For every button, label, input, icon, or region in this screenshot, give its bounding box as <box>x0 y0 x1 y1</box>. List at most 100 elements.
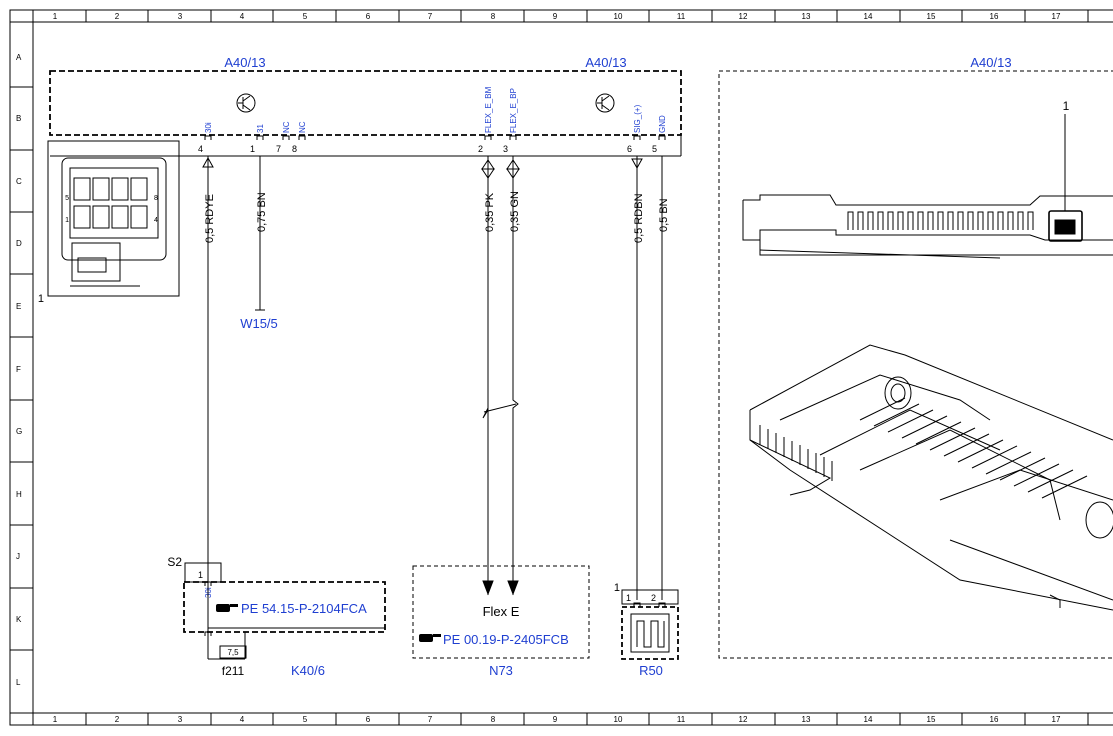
wire-label-gn: 0,35 GN <box>509 191 521 232</box>
row-letter: K <box>16 615 22 624</box>
connector-pin-8: 8 <box>154 195 158 202</box>
column-number: 9 <box>553 715 558 724</box>
k40-6-label: K40/6 <box>291 663 325 678</box>
pin-number: 7 <box>276 144 281 154</box>
control-unit-perspective-illustration <box>749 344 1113 611</box>
n73-box <box>412 565 590 659</box>
pin-name: FLEX_E_BP <box>509 88 518 133</box>
row-letter: A <box>16 53 22 62</box>
connector-pin-5: 5 <box>65 195 69 202</box>
pin-5: 5 GND <box>652 115 667 154</box>
column-number: 7 <box>428 12 433 21</box>
column-number: 12 <box>739 12 748 21</box>
reference-hand-icon <box>216 604 238 612</box>
k40-pin-number: 1 <box>198 570 203 580</box>
r50-pin-1: 1 <box>626 593 631 603</box>
r50-label: R50 <box>639 663 663 678</box>
pin-number: 8 <box>292 144 297 154</box>
connector-pin-4: 4 <box>154 217 158 224</box>
column-number: 15 <box>927 715 936 724</box>
row-letter: E <box>16 302 21 311</box>
pin-name: NC <box>298 121 307 133</box>
wire-rdye <box>202 156 214 586</box>
n73-reference-link[interactable]: PE 00.19-P-2405FCB <box>443 632 569 647</box>
column-number: 17 <box>1052 715 1061 724</box>
column-number: 16 <box>990 12 999 21</box>
row-letter: B <box>16 114 21 123</box>
a40-13-control-unit-box <box>49 70 682 136</box>
connector-face-drawing <box>47 140 180 297</box>
w15-5-ground-label: W15/5 <box>240 316 278 331</box>
column-number: 2 <box>115 715 120 724</box>
pin-4: 4 30i <box>198 122 213 154</box>
wire-label-bn-075: 0,75 BN <box>256 192 268 232</box>
r50-callout: 1 <box>614 582 620 594</box>
column-number: 3 <box>178 12 183 21</box>
column-number: 15 <box>927 12 936 21</box>
wire-pk <box>481 156 495 596</box>
row-letter: F <box>16 365 21 374</box>
transistor-icon <box>595 93 615 113</box>
pin-name: 31 <box>256 124 265 133</box>
pin-8: 8 NC <box>292 121 307 154</box>
transistor-icon <box>236 93 256 113</box>
wire-rdbn <box>631 156 643 600</box>
column-number: 8 <box>491 715 496 724</box>
a40-13-label-right: A40/13 <box>970 55 1011 70</box>
column-number: 3 <box>178 715 183 724</box>
pin-3: 3 FLEX_E_BP <box>503 88 518 154</box>
pin-name: FLEX_E_BM <box>484 86 493 133</box>
column-number: 10 <box>614 12 623 21</box>
column-number: 11 <box>677 12 686 21</box>
wire-gn <box>506 156 520 596</box>
row-letter: D <box>16 239 22 248</box>
connector-pin-1: 1 <box>65 217 69 224</box>
k40-reference-link[interactable]: PE 54.15-P-2104FCA <box>241 601 367 616</box>
column-number: 6 <box>366 715 371 724</box>
k40-6-internal-wiring <box>204 586 385 659</box>
column-number: 4 <box>240 12 245 21</box>
row-letter: C <box>16 177 22 186</box>
pin-number: 1 <box>250 144 255 154</box>
column-number: 4 <box>240 715 245 724</box>
column-number: 1 <box>53 715 58 724</box>
pin-name: SIG_(+) <box>633 104 642 133</box>
pin-7: 7NC <box>276 121 291 154</box>
n73-flex-e-label: Flex E <box>483 604 520 619</box>
wire-bn-075 <box>255 156 265 311</box>
pin-name: 30i <box>204 122 213 133</box>
column-number: 14 <box>864 12 873 21</box>
pin-number: 5 <box>652 144 657 154</box>
column-number: 5 <box>303 12 308 21</box>
column-number: 14 <box>864 715 873 724</box>
pin-2: 2 FLEX_E_BM <box>478 86 493 154</box>
row-letter: H <box>16 490 22 499</box>
pin-name: GND <box>658 115 667 133</box>
n73-label: N73 <box>489 663 513 678</box>
column-number: 7 <box>428 715 433 724</box>
f211-fuse <box>207 645 247 660</box>
column-number: 11 <box>677 715 686 724</box>
r50-connector <box>621 589 679 607</box>
wire-label-rdbn: 0,5 RDBN <box>633 193 645 243</box>
pin-number: 2 <box>478 144 483 154</box>
s2-label: S2 <box>167 555 182 569</box>
connector-callout: 1 <box>38 293 44 305</box>
pin-number: 3 <box>503 144 508 154</box>
column-number: 2 <box>115 12 120 21</box>
k40-6-relay-box <box>183 581 386 633</box>
row-letter: L <box>16 678 21 687</box>
pin-number: 4 <box>198 144 203 154</box>
column-number: 10 <box>614 715 623 724</box>
wire-label-bn-05: 0,5 BN <box>658 198 670 232</box>
drawing-frame <box>9 9 1113 726</box>
wire-label-pk: 0,35 PK <box>484 192 496 232</box>
s2-housing <box>184 562 222 583</box>
a40-13-label-left: A40/13 <box>224 55 265 70</box>
r50-heater-box <box>621 606 679 660</box>
